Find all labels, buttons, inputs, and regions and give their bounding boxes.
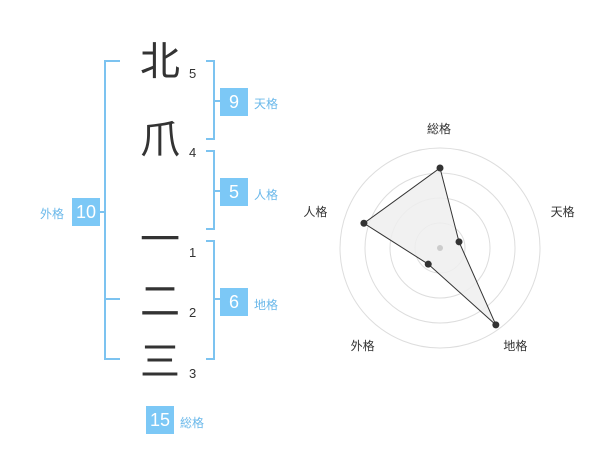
soukaku-label: 総格 [180, 416, 205, 430]
tenkaku-bracket-stub [215, 100, 221, 102]
jinkaku-bracket-bottom [206, 228, 215, 230]
gaikaku-label: 外格 [40, 207, 65, 221]
tenkaku-bracket-top [206, 60, 215, 62]
chikaku-bracket-vertical [213, 240, 215, 360]
radar-point-0 [436, 164, 444, 172]
name-char-3: 一 [140, 217, 180, 263]
chikaku-bracket-top [206, 240, 215, 242]
gaikaku-bracket-mid [104, 298, 120, 300]
chikaku-value: 6 [220, 288, 248, 316]
stroke-count-2: 4 [189, 145, 197, 160]
gaikaku-bracket-top [104, 60, 120, 62]
soukaku-value: 15 [146, 406, 174, 434]
radar-point-1 [455, 238, 463, 246]
name-char-2: 爪 [140, 117, 180, 163]
name-char-5: 三 [140, 339, 180, 385]
radar-axis-label-4: 人格 [303, 205, 328, 220]
tenkaku-bracket-bottom [206, 138, 215, 140]
radar-point-2 [492, 321, 500, 329]
chikaku-label: 地格 [254, 298, 279, 312]
tenkaku-bracket-vertical [213, 60, 215, 140]
radar-series-polygon [363, 167, 497, 326]
jinkaku-label: 人格 [254, 188, 279, 202]
radar-axis-label-1: 天格 [550, 205, 575, 220]
gaikaku-value: 10 [72, 198, 100, 226]
stroke-count-5: 3 [189, 366, 197, 381]
name-char-4: 二 [140, 279, 180, 325]
radar-ring-4 [339, 147, 541, 349]
name-char-1: 北 [140, 39, 180, 85]
stroke-count-1: 5 [189, 66, 197, 81]
tenkaku-value: 9 [220, 88, 248, 116]
gaikaku-bracket-stub [98, 211, 104, 213]
jinkaku-bracket-stub [215, 190, 221, 192]
gaikaku-bracket-vertical [104, 60, 106, 360]
chikaku-bracket-stub [215, 298, 221, 300]
jinkaku-bracket-vertical [213, 150, 215, 230]
radar-axis-label-3: 外格 [350, 338, 375, 353]
gaikaku-bracket-bottom [104, 358, 120, 360]
chikaku-bracket-bottom [206, 358, 215, 360]
radar-axis-label-0: 総格 [427, 122, 452, 137]
tenkaku-label: 天格 [254, 97, 279, 111]
radar-point-3 [424, 260, 432, 268]
radar-point-4 [360, 219, 368, 227]
jinkaku-bracket-top [206, 150, 215, 152]
radar-center-dot [437, 245, 443, 251]
stroke-count-4: 2 [189, 305, 197, 320]
jinkaku-value: 5 [220, 178, 248, 206]
stroke-count-3: 1 [189, 245, 197, 260]
radar-axis-label-2: 地格 [503, 338, 528, 353]
